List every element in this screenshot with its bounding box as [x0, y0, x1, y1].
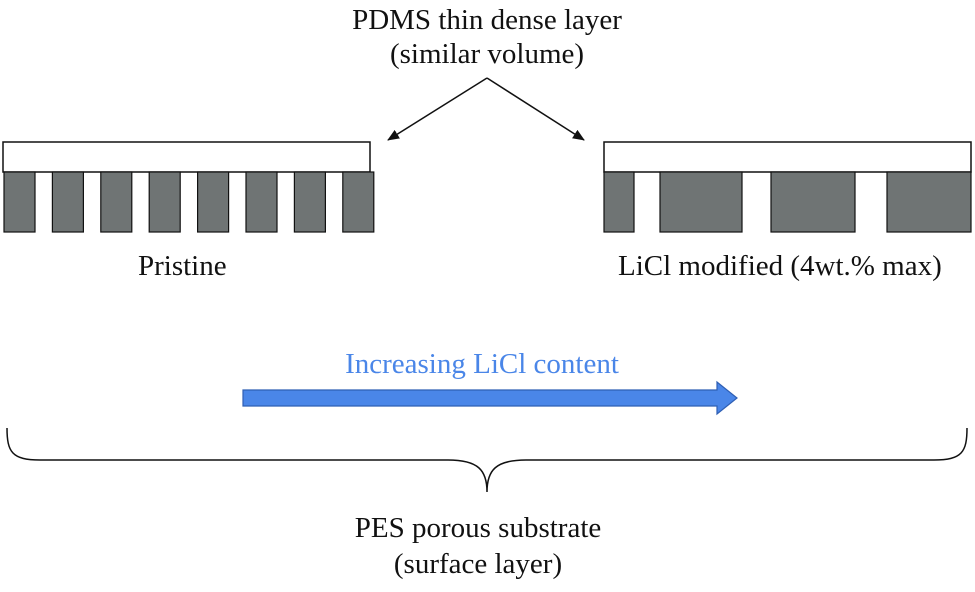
- licl-pillar-2: [659, 171, 743, 233]
- licl-substrate-pillars: [603, 171, 972, 233]
- pristine-pillar-4: [148, 171, 181, 233]
- pristine-pillar-5: [197, 171, 230, 233]
- pes-substrate-title: PES porous substrate: [354, 512, 602, 544]
- increasing-licl-label: Increasing LiCl content: [345, 348, 619, 380]
- licl-modified-label: LiCl modified (4wt.% max): [618, 250, 942, 282]
- licl-pillar-4: [886, 171, 972, 233]
- pristine-pillar-6: [245, 171, 278, 233]
- pointer-arrow-left: [387, 77, 488, 141]
- pristine-label: Pristine: [138, 250, 227, 282]
- pristine-substrate-pillars: [3, 171, 375, 233]
- pristine-pillar-1: [3, 171, 36, 233]
- pdms-layer-title: PDMS thin dense layer: [352, 4, 622, 36]
- pristine-pillar-2: [51, 171, 85, 233]
- pristine-pillar-3: [100, 171, 133, 233]
- licl-pillar-1: [603, 171, 635, 233]
- pristine-pillar-8: [342, 171, 375, 233]
- pointer-arrow-right: [486, 77, 585, 141]
- substrate-brace: [6, 427, 968, 493]
- licl-modified-membrane: [603, 141, 972, 233]
- pristine-membrane: [2, 141, 375, 233]
- licl-pillar-3: [770, 171, 856, 233]
- pristine-pillar-7: [293, 171, 326, 233]
- pdms-layer-subtitle: (similar volume): [389, 38, 585, 70]
- increasing-arrow: [242, 380, 738, 416]
- licl-pdms-layer: [603, 141, 972, 173]
- pes-substrate-subtitle: (surface layer): [393, 548, 563, 580]
- pristine-pdms-layer: [2, 141, 371, 173]
